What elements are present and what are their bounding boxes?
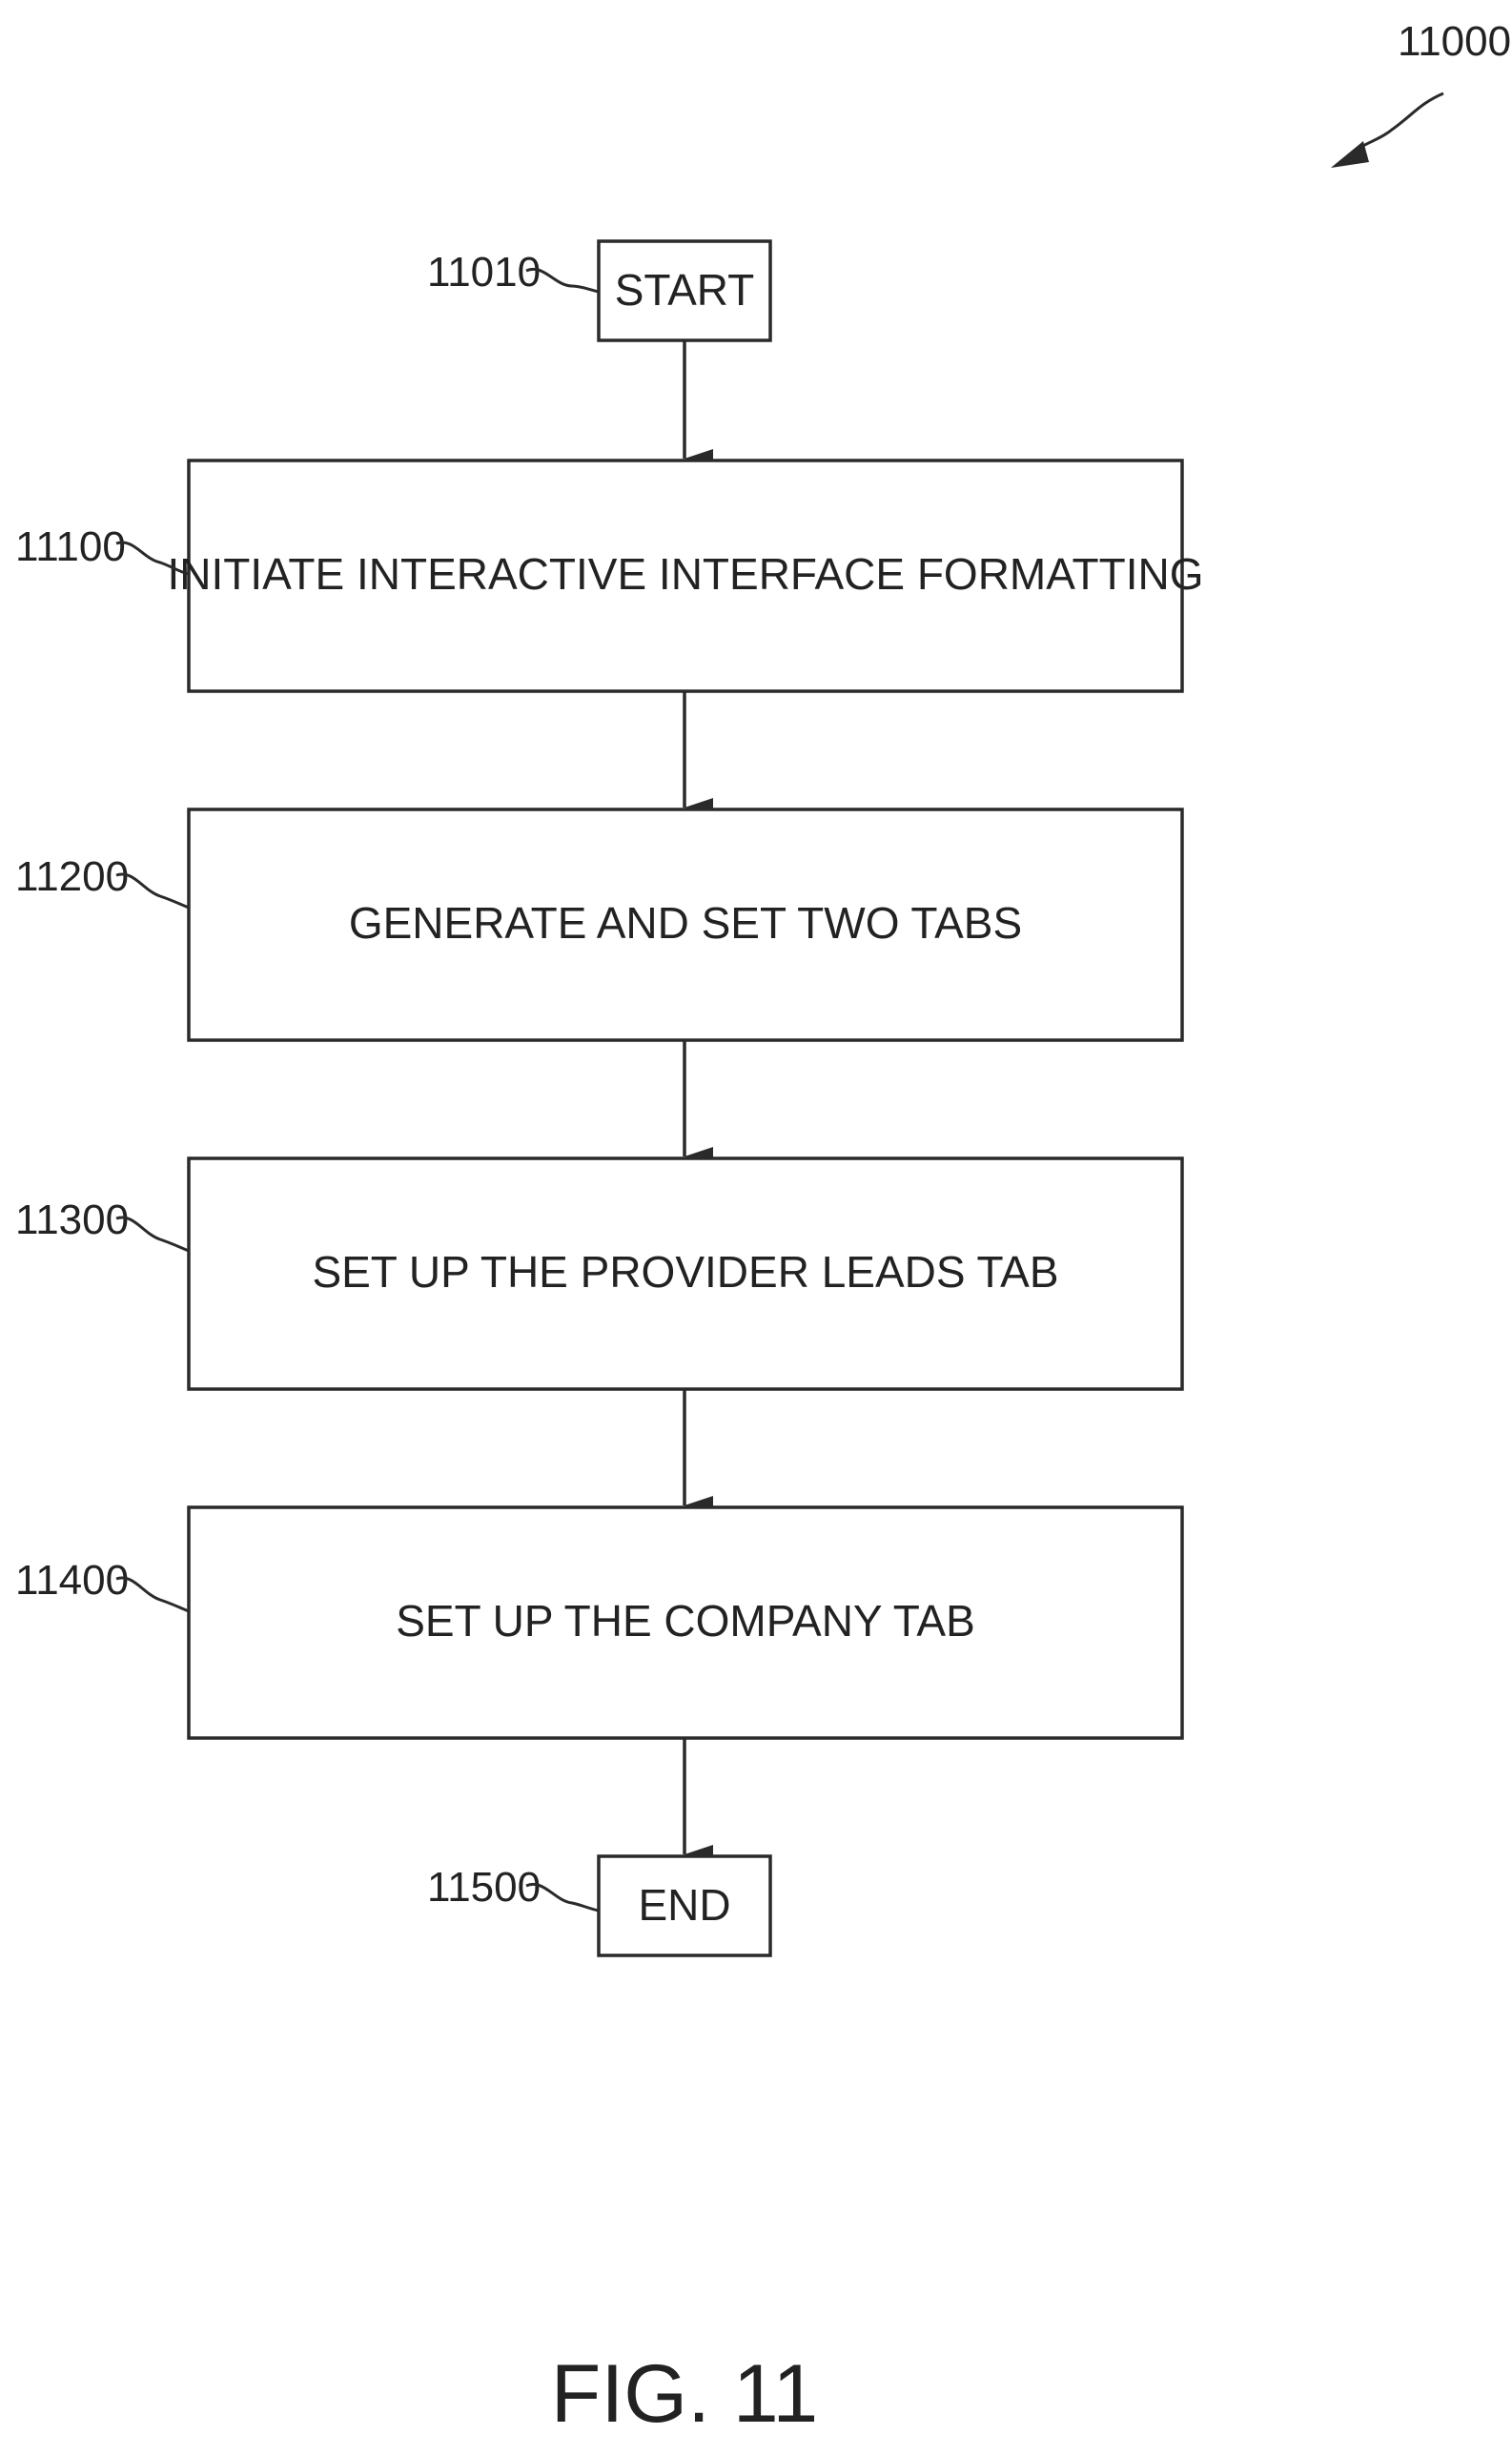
step-provider-leads-tab-ref-label: 11300: [15, 1197, 129, 1243]
step-generate-tabs-label: GENERATE AND SET TWO TABS: [349, 898, 1022, 948]
step-initiate-formatting-label: INITIATE INTERACTIVE INTERFACE FORMATTIN…: [168, 549, 1204, 599]
figure-ref-leader: [1352, 93, 1443, 153]
step-company-tab-label: SET UP THE COMPANY TAB: [396, 1596, 975, 1646]
step-company-tab-ref-label: 11400: [15, 1557, 129, 1604]
end-node: END 11500: [427, 1856, 770, 1955]
figure-caption: FIG. 11: [551, 2348, 818, 2440]
end-label: END: [638, 1880, 730, 1930]
step-generate-tabs-ref-label: 11200: [15, 853, 129, 900]
start-label: START: [615, 265, 755, 315]
step-initiate-formatting-ref-label: 11100: [15, 523, 126, 570]
figure-ref-arrowhead-icon: [1331, 141, 1369, 168]
start-node: START 11010: [427, 241, 770, 340]
figure-reference: 11000: [1331, 18, 1511, 168]
start-ref-label: 11010: [427, 249, 541, 296]
step-initiate-formatting: INITIATE INTERACTIVE INTERFACE FORMATTIN…: [15, 460, 1204, 691]
step-provider-leads-tab-label: SET UP THE PROVIDER LEADS TAB: [312, 1247, 1058, 1297]
step-provider-leads-tab: SET UP THE PROVIDER LEADS TAB 11300: [15, 1158, 1182, 1389]
end-ref-label: 11500: [427, 1864, 541, 1911]
step-company-tab: SET UP THE COMPANY TAB 11400: [15, 1507, 1182, 1738]
figure-ref-label: 11000: [1398, 18, 1511, 65]
step-generate-tabs: GENERATE AND SET TWO TABS 11200: [15, 809, 1182, 1040]
